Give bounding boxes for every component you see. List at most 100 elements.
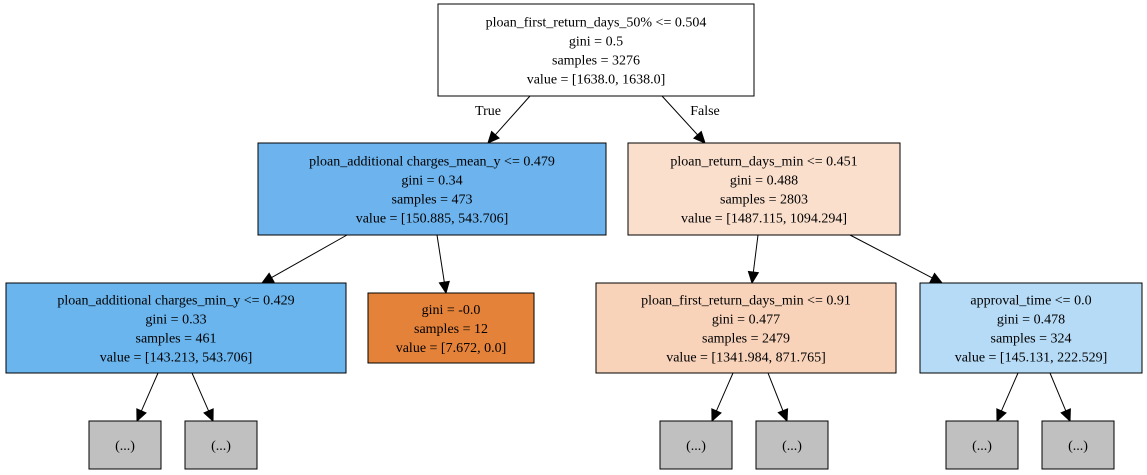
arrowhead [777, 408, 789, 423]
arrowhead [711, 408, 722, 423]
edge-2 [661, 95, 706, 144]
edge-line [140, 372, 159, 412]
node-line: samples = 12 [414, 322, 488, 337]
tree-node-n4: gini = -0.0 samples = 12 value = [7.672, 0… [367, 292, 535, 364]
node-box [367, 292, 535, 364]
node-box [595, 282, 897, 374]
edge-9 [711, 372, 734, 423]
edge-3 [260, 234, 348, 284]
node-line: samples = 324 [991, 332, 1072, 347]
node-line: ploan_return_days_min <= 0.451 [670, 155, 857, 170]
node-box [257, 142, 607, 236]
node-line: approval_time <= 0.0 [970, 294, 1091, 309]
arrowhead [929, 272, 944, 284]
edge-line [715, 372, 734, 412]
edge-line [767, 372, 784, 411]
node-line: gini = 0.477 [712, 313, 780, 328]
arrowhead [487, 130, 500, 144]
node-line: samples = 2479 [702, 332, 790, 347]
arrowhead [438, 280, 450, 295]
node-box [5, 282, 347, 374]
node-box [659, 420, 733, 470]
node-line: (...) [782, 439, 802, 454]
arrowhead [747, 270, 760, 285]
node-line: gini = 0.488 [730, 174, 798, 189]
edge-line [752, 234, 759, 273]
edge-6 [849, 234, 944, 284]
arrowhead [996, 408, 1007, 423]
tree-node-t2: (...) [184, 420, 258, 470]
edge-line [191, 372, 210, 412]
node-line: (...) [211, 439, 231, 454]
tree-node-t3: (...) [659, 420, 733, 470]
node-box [755, 420, 829, 470]
node-line: value = [1638.0, 1638.0] [527, 73, 666, 88]
node-line: gini = 0.34 [401, 174, 462, 189]
node-line: ploan_additional charges_mean_y <= 0.479 [309, 155, 555, 170]
edge-8 [191, 372, 214, 423]
node-line: ploan_additional charges_min_y <= 0.429 [57, 294, 294, 309]
arrowhead [260, 272, 275, 284]
node-box [437, 3, 755, 97]
edge-line [1049, 372, 1067, 412]
tree-node-n2: ploan_return_days_min <= 0.451 gini = 0.4… [627, 142, 901, 236]
edge-line [1000, 372, 1019, 412]
arrowhead [136, 408, 147, 423]
node-box [919, 282, 1143, 374]
node-line: value = [150.885, 543.706] [356, 212, 509, 227]
node-line: value = [7.672, 0.0] [396, 341, 507, 356]
node-line: samples = 461 [136, 332, 217, 347]
edge-line [436, 234, 445, 283]
node-line: (...) [686, 439, 706, 454]
edge-12 [1049, 372, 1071, 423]
edge-label-false: False [690, 104, 720, 119]
node-line: samples = 2803 [720, 193, 808, 208]
node-line: value = [1341.984, 871.765] [666, 351, 826, 366]
node-line: (...) [1068, 439, 1088, 454]
tree-node-t5: (...) [945, 420, 1019, 470]
node-line: ploan_first_return_days_50% <= 0.504 [486, 16, 707, 31]
edge-7 [136, 372, 159, 423]
tree-node-n6: approval_time <= 0.0 gini = 0.478 samples … [919, 282, 1143, 374]
tree-node-n3: ploan_additional charges_min_y <= 0.429 g… [5, 282, 347, 374]
node-line: value = [1487.115, 1094.294] [681, 212, 847, 227]
node-line: gini = 0.5 [569, 35, 623, 50]
tree-edges [136, 95, 1071, 423]
node-line: value = [145.131, 222.529] [955, 351, 1108, 366]
arrowhead [203, 408, 214, 423]
node-line: value = [143.213, 543.706] [100, 351, 253, 366]
node-line: samples = 473 [392, 193, 473, 208]
tree-node-n1: ploan_additional charges_mean_y <= 0.479… [257, 142, 607, 236]
node-box [1041, 420, 1115, 470]
tree-node-t1: (...) [88, 420, 162, 470]
edge-line [849, 234, 933, 279]
node-line: gini = 0.478 [997, 313, 1065, 328]
tree-node-n5: ploan_first_return_days_min <= 0.91 gini … [595, 282, 897, 374]
tree-nodes: ploan_first_return_days_50% <= 0.504 gini… [5, 3, 1143, 470]
edge-4 [436, 234, 450, 295]
node-line: samples = 3276 [552, 54, 640, 69]
node-box [627, 142, 901, 236]
edge-line [494, 95, 531, 136]
node-box [945, 420, 1019, 470]
edge-10 [767, 372, 789, 423]
tree-node-root: ploan_first_return_days_50% <= 0.504 gini… [437, 3, 755, 97]
node-box [184, 420, 258, 470]
arrowhead [1060, 408, 1071, 423]
node-line: (...) [972, 439, 992, 454]
node-line: gini = -0.0 [422, 303, 481, 318]
tree-node-t6: (...) [1041, 420, 1115, 470]
node-box [88, 420, 162, 470]
edge-5 [747, 234, 760, 285]
tree-node-t4: (...) [755, 420, 829, 470]
edge-line [271, 234, 348, 279]
edge-line [661, 95, 698, 136]
node-line: (...) [115, 439, 135, 454]
arrowhead [692, 130, 706, 144]
node-line: ploan_first_return_days_min <= 0.91 [641, 294, 851, 309]
edge-11 [996, 372, 1019, 423]
edge-1 [487, 95, 531, 144]
node-line: gini = 0.33 [145, 313, 206, 328]
edge-label-true: True [475, 104, 501, 119]
